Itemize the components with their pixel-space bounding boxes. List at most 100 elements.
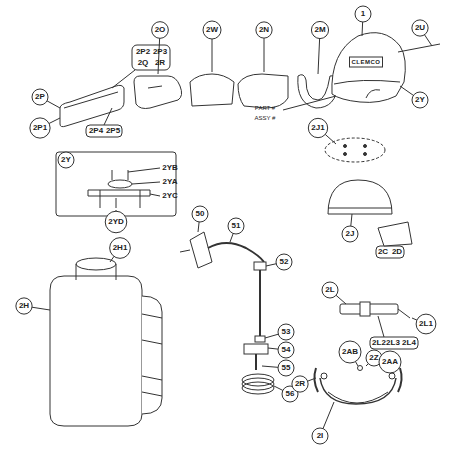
callout-balloon [322,282,338,298]
callout-number: 2R [295,380,305,388]
callout-number: 2M [314,26,325,34]
callout-number: 2P1 [33,124,47,132]
callout-balloon [339,341,361,363]
helmet [332,33,405,103]
leader-line [47,101,60,108]
fitting [254,262,266,270]
strap-slot [142,314,162,396]
pad-hole [364,145,367,148]
pad-hole [344,153,347,156]
leader-line [32,307,50,310]
rivet [358,366,363,371]
callout-balloon [105,211,127,233]
pad-hole [344,145,347,148]
leader-line [266,264,276,266]
part-label: ASSY # [255,115,276,121]
headband [320,378,396,404]
callout-number: 2U [415,24,425,32]
part-label: 2P5 [106,127,120,135]
group-box [132,45,170,70]
callout-number: 50 [196,210,205,218]
shell-rim [328,208,392,209]
frame-edge [64,92,118,108]
leader-line [392,372,393,374]
bracket-leg [100,190,140,208]
leader-line [262,366,278,367]
callout-number: 52 [280,258,289,266]
callout-balloon [342,226,358,242]
callout-balloon [278,360,294,376]
group-box [370,337,418,349]
callout-number: 2L1 [419,320,433,328]
buckle [360,302,370,316]
leader-line [336,295,346,304]
group-box [86,125,122,137]
rivet [321,373,327,379]
tank-neck [76,264,116,280]
part-label: 2YA [163,178,178,186]
callout-number: 2AA [382,358,398,366]
bracket [88,190,150,196]
leader-line [110,256,114,262]
leader-line [378,309,410,337]
leader-line [325,134,336,144]
part-label: 2R [155,59,165,67]
callout-balloon [276,254,292,270]
callout-balloon [192,206,208,222]
leader-line [274,386,283,390]
tank-neck [76,258,116,270]
callout-number: 2Y [415,96,425,104]
leader-line [366,364,368,366]
fitting [255,336,265,342]
leader-line [158,38,160,74]
leader-line [198,222,199,232]
callout-number: 2H1 [113,244,128,252]
callout-balloon [379,351,401,373]
callout-number: 2W [206,26,218,34]
part-label: PART # [255,105,275,111]
leader-line [268,348,278,349]
leader-line [308,378,316,381]
callout-number: 2I [317,432,324,440]
lens-detail [148,86,162,88]
leader-line [362,22,364,36]
part-label: 2Q [138,59,149,67]
callout-number: 56 [286,390,295,398]
callout-number: 53 [282,328,291,336]
tank-side [142,296,162,414]
callout-balloon [308,118,327,137]
inner-shell [328,180,392,214]
callout-number: 2P [35,93,45,101]
callout-balloon [32,89,48,105]
screw [112,170,128,180]
leader-line [425,35,432,46]
lens-part [134,76,182,109]
leader-line [104,108,112,125]
valve-disc [108,180,132,188]
callout-balloon [416,314,436,334]
callout-balloon [355,6,371,22]
brand-plate [350,57,383,67]
callout-number: 2O [155,26,166,34]
leader-line [351,214,352,226]
part-label: 2YC [162,192,178,200]
callout-balloon [58,152,74,168]
part-label: 2C [378,248,388,256]
leader-line [116,168,160,208]
leader-line [112,70,135,88]
callout-number: 2Y [61,156,71,164]
leader-line [400,86,413,95]
callout-number: 2J1 [311,124,324,132]
leader-line [412,318,417,320]
leader-line [264,38,265,72]
callout-balloon [311,21,328,38]
leader-line [283,96,336,110]
callout-balloon [203,21,221,39]
part-label: 2D [392,248,402,256]
lens-part [238,74,288,108]
cape-piece [378,222,412,246]
lens-frame [60,85,124,126]
tee-fitting [244,344,268,354]
callout-balloon [152,22,169,39]
callout-number: 2H [19,302,29,310]
